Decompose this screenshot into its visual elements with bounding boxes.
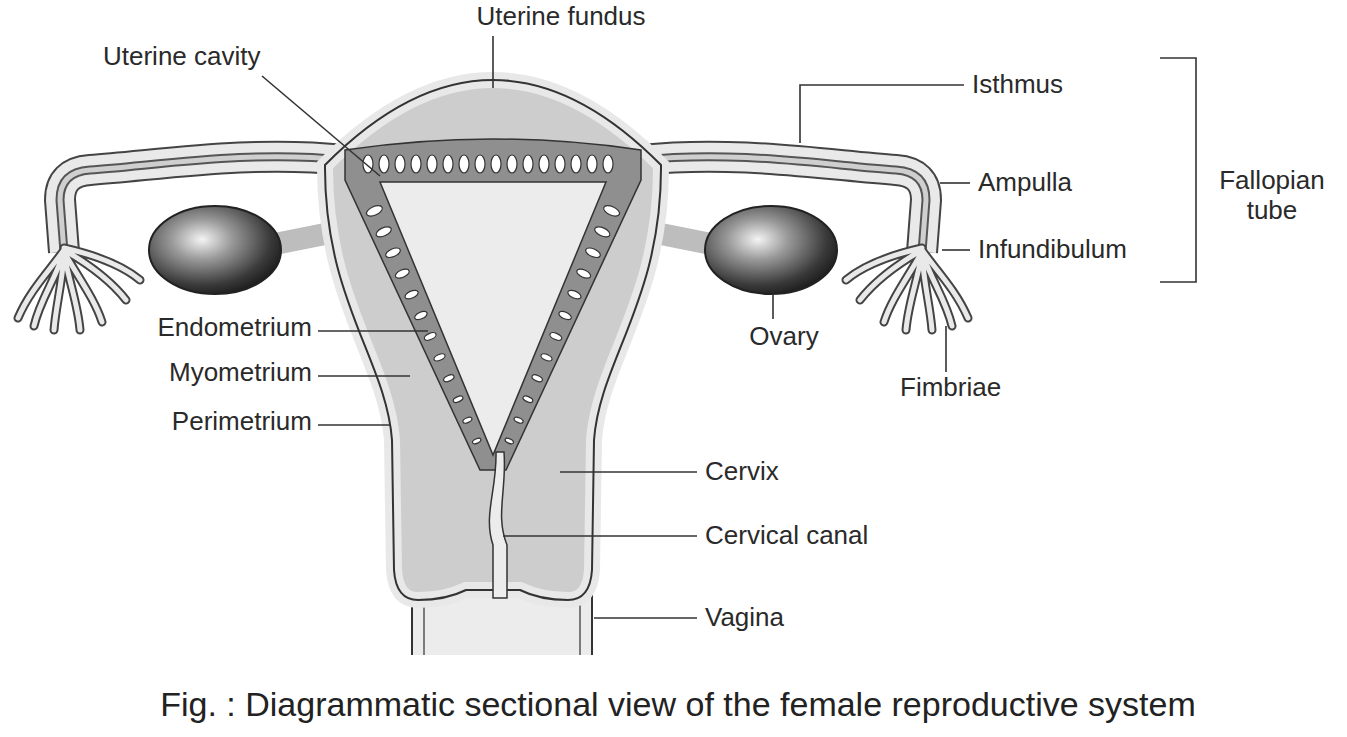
endometrial-gland	[571, 155, 581, 173]
uterus-outline	[325, 80, 661, 600]
part-label: Infundibulum	[978, 235, 1127, 265]
endometrial-gland	[379, 155, 389, 173]
fimbria-finger-fill	[846, 248, 968, 330]
endometrial-gland	[413, 310, 428, 321]
leader-lines	[262, 36, 1196, 618]
endometrial-gland	[423, 331, 437, 342]
part-label: Isthmus	[972, 70, 1063, 100]
endometrial-gland	[394, 267, 411, 280]
leader-line	[262, 76, 380, 176]
fimbriae-right	[846, 248, 968, 330]
leader-line	[945, 326, 947, 372]
leader-line	[940, 182, 970, 184]
endometrial-gland	[443, 374, 455, 384]
endometrial-gland	[584, 246, 601, 259]
endometrial-gland	[375, 225, 393, 239]
endometrial-gland	[522, 395, 534, 404]
bracket	[1160, 58, 1196, 282]
endometrial-gland	[523, 155, 533, 173]
ovary-right	[705, 206, 837, 294]
leader-line	[800, 85, 964, 143]
cervical-canal	[489, 452, 507, 598]
part-label: Perimetrium	[172, 407, 312, 437]
endometrial-gland	[384, 246, 401, 259]
endometrial-gland	[587, 155, 597, 173]
leader-line	[560, 471, 697, 473]
leader-line	[594, 617, 697, 619]
endometrial-gland	[411, 155, 421, 173]
figure-caption: Fig. : Diagrammatic sectional view of th…	[160, 685, 1196, 724]
vagina-wall-inner	[424, 606, 580, 655]
part-label: Uterine cavity	[103, 42, 261, 72]
part-label: Uterine fundus	[476, 2, 645, 32]
uterine-cavity	[380, 182, 606, 455]
endometrial-gland	[472, 437, 482, 445]
part-label: Ovary	[749, 322, 818, 352]
fimbria-finger-fill	[18, 248, 140, 330]
endometrial-gland	[593, 225, 611, 239]
endometrial-gland	[459, 155, 469, 173]
part-label: Vagina	[705, 603, 784, 633]
leader-line	[318, 330, 428, 332]
endometrial-gland	[539, 155, 549, 173]
endometrial-gland	[602, 204, 621, 219]
endometrial-gland	[365, 204, 384, 219]
endometrial-gland	[567, 289, 583, 301]
ovary-left	[149, 206, 281, 294]
fimbria-finger	[18, 248, 140, 330]
endometrial-gland	[513, 416, 524, 424]
leader-line	[318, 424, 390, 426]
endometrial-gland	[433, 352, 446, 362]
endometrial-gland	[443, 155, 453, 173]
bracket-label: Fallopian tube	[1207, 166, 1337, 226]
uterus-perimetrium-band	[325, 80, 661, 600]
fimbria-finger	[846, 248, 968, 330]
endometrial-gland	[427, 155, 437, 173]
endometrial-gland	[558, 310, 573, 321]
endometrial-gland	[462, 416, 473, 424]
endometrium-band	[345, 139, 641, 470]
part-label: Endometrium	[157, 313, 312, 343]
endometrial-gland	[404, 289, 420, 301]
leader-line	[492, 36, 494, 88]
leader-line	[503, 535, 697, 537]
leader-line	[318, 375, 410, 377]
endometrial-gland	[507, 155, 517, 173]
endometrial-gland	[491, 155, 501, 173]
endometrial-gland	[452, 395, 464, 404]
endometrial-gland	[363, 155, 373, 173]
part-label: Ampulla	[978, 168, 1072, 198]
endometrial-gland	[504, 437, 514, 445]
endometrial-gland	[603, 155, 613, 173]
endometrial-gland	[475, 155, 485, 173]
endometrial-gland	[395, 155, 405, 173]
endometrial-gland	[531, 374, 543, 384]
endometrial-gland	[549, 331, 563, 342]
fimbriae-left	[18, 248, 140, 330]
leader-line	[772, 294, 774, 319]
leader-line	[942, 249, 970, 251]
part-label: Cervical canal	[705, 521, 868, 551]
part-label: Myometrium	[169, 358, 312, 388]
part-label: Cervix	[705, 457, 779, 487]
endometrial-gland	[575, 267, 592, 280]
endometrial-gland	[555, 155, 565, 173]
endometrial-gland	[540, 352, 553, 362]
part-label: Fimbriae	[900, 373, 1001, 403]
